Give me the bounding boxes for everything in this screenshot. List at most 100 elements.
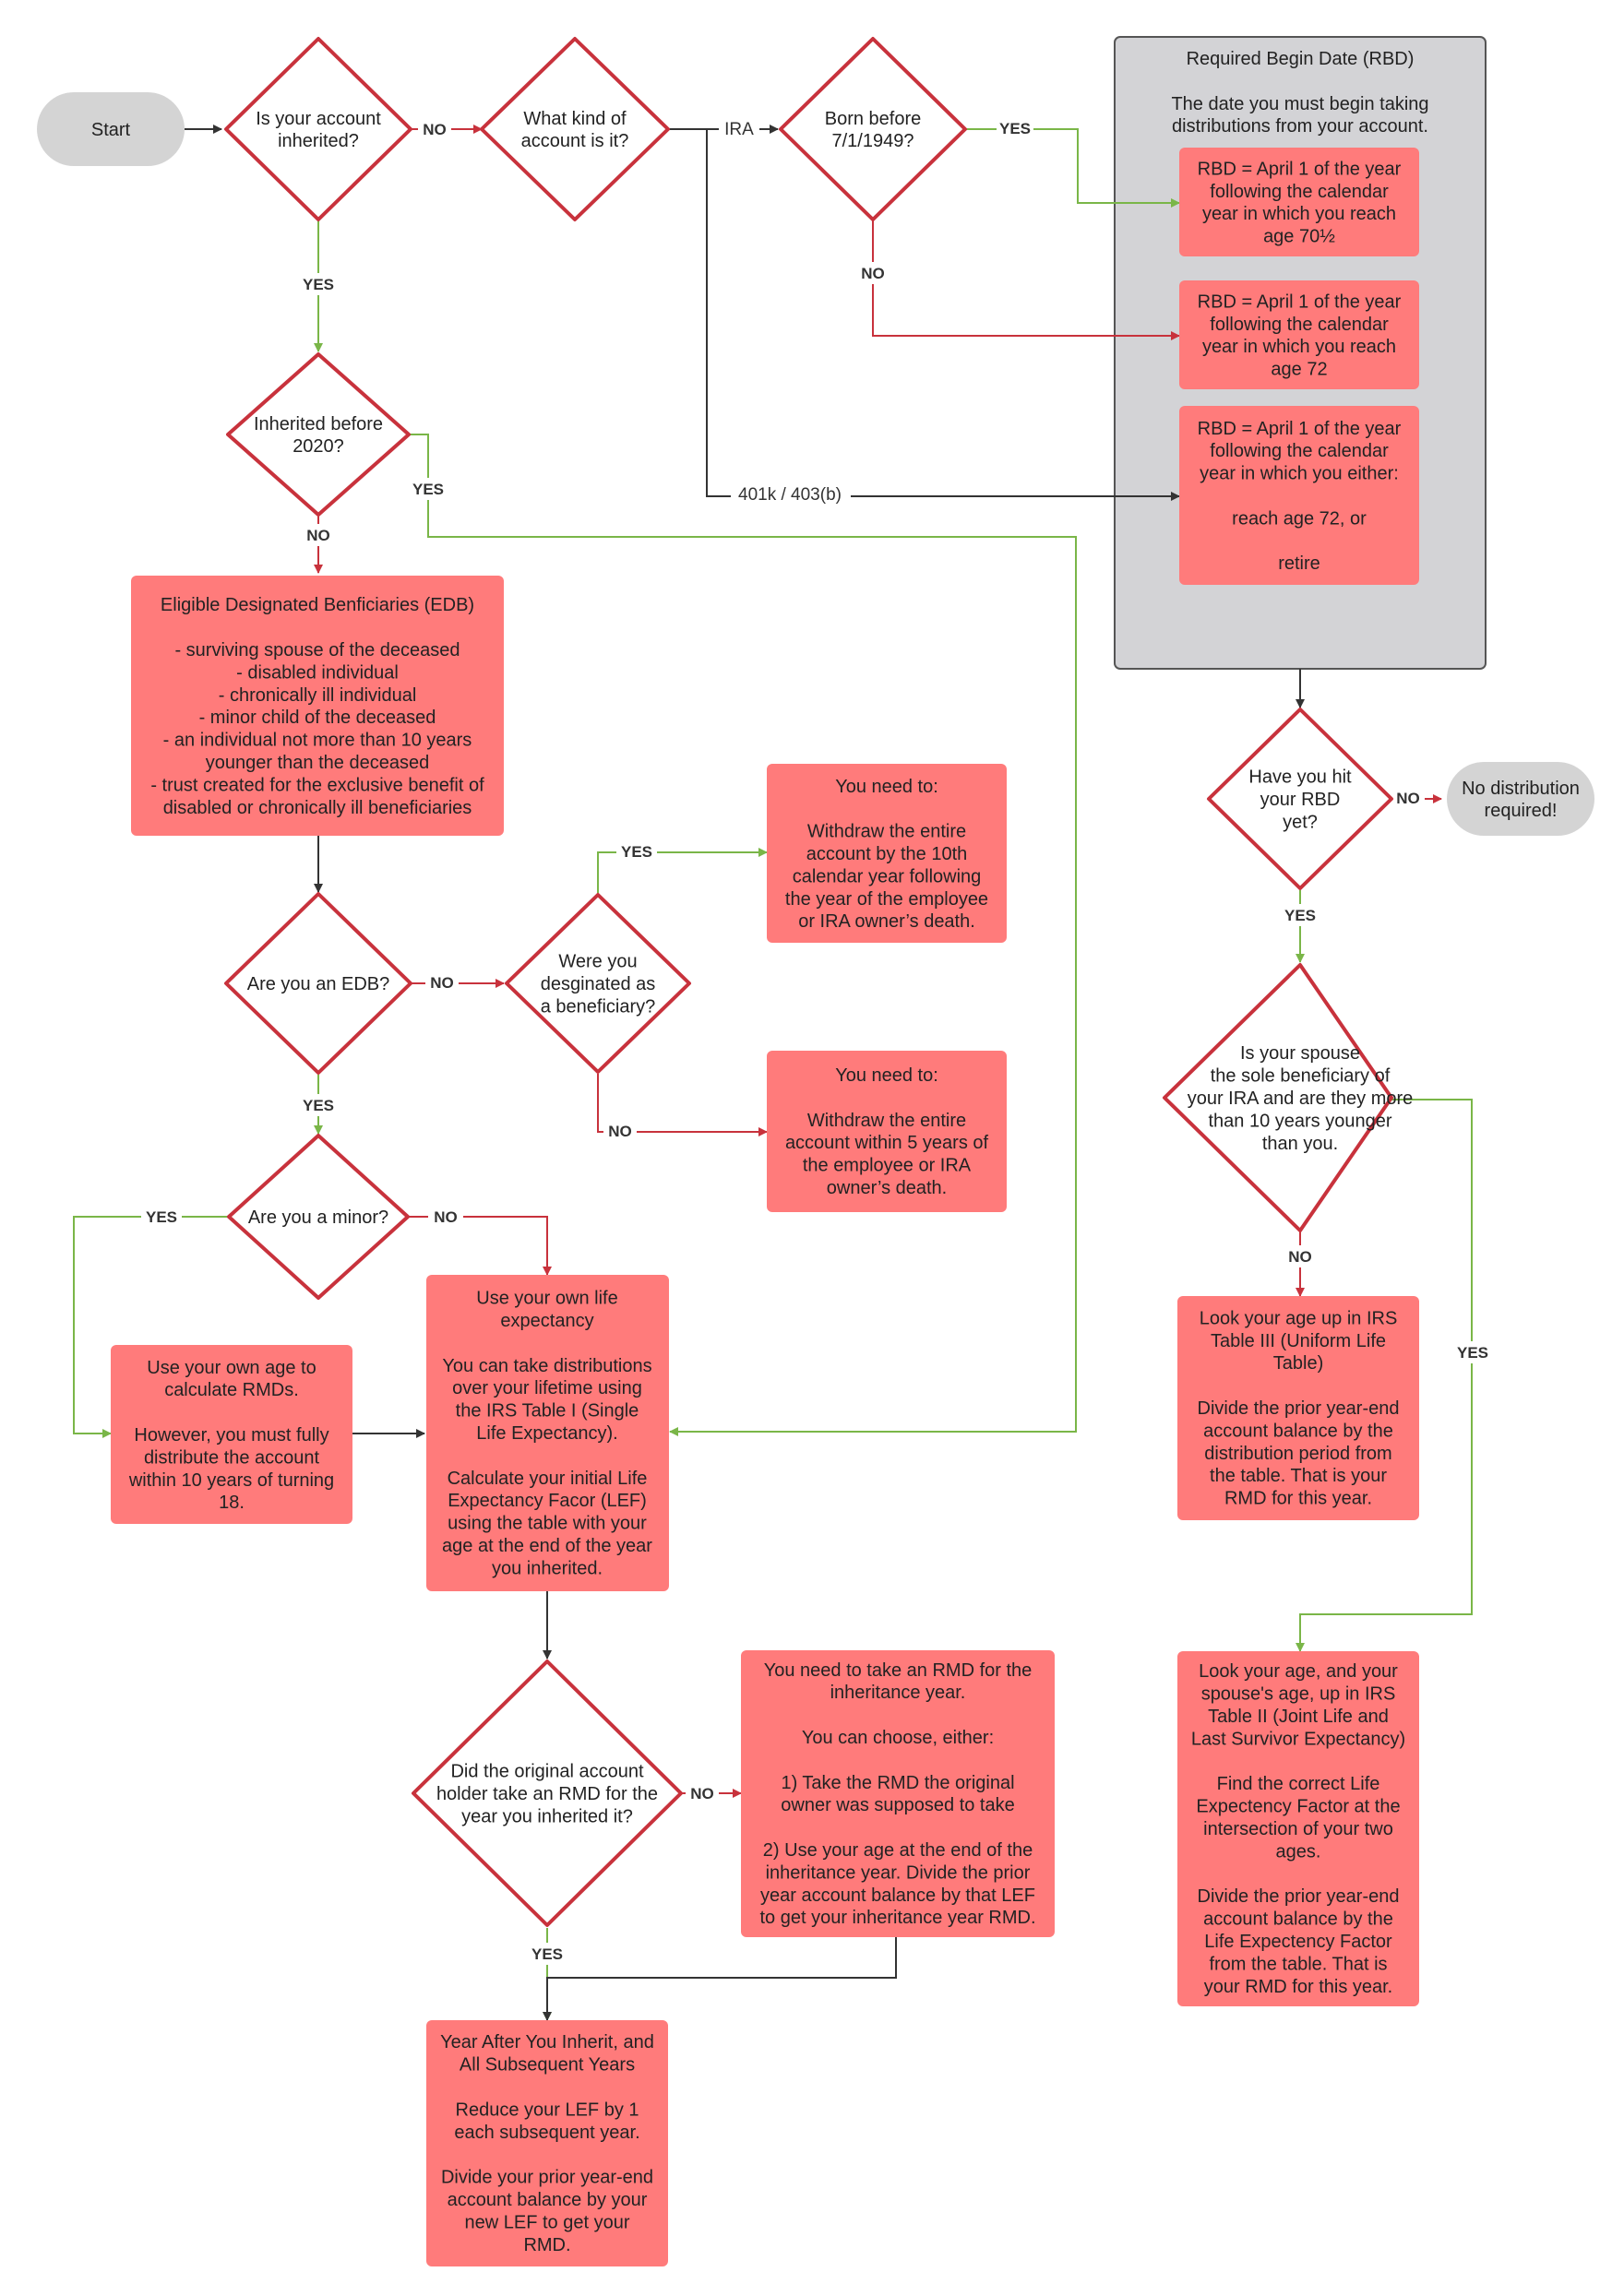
rbd-panel-text-line: The date you must begin taking bbox=[1171, 94, 1428, 114]
take-rmd-inheritance-year-text-line: inheritance year. bbox=[830, 1683, 966, 1703]
decision-designated bbox=[505, 893, 691, 1074]
label-born-yes: YES bbox=[999, 120, 1031, 137]
no-distribution-text-line: required! bbox=[1485, 801, 1558, 821]
rbd-option-72-text-line: age 72 bbox=[1271, 360, 1327, 380]
edge-designated-no bbox=[597, 1074, 768, 1136]
table-ii-text-line: Look your age, and your bbox=[1199, 1661, 1398, 1682]
table-iii-text-line: Look your age up in IRS bbox=[1200, 1308, 1398, 1328]
own-age-text-line: Use your own age to bbox=[147, 1358, 316, 1378]
edb-definition-text-line: - surviving spouse of the deceased bbox=[174, 640, 460, 660]
subsequent-years-text-line: Divide your prior year-end bbox=[441, 2168, 653, 2188]
decision-are-you-edb-text-line: Are you an EDB? bbox=[247, 974, 390, 994]
label-minor-yes: YES bbox=[146, 1208, 177, 1226]
decision-spouse-text-line: your IRA and are they more bbox=[1188, 1089, 1414, 1109]
decision-spouse bbox=[1163, 963, 1393, 1232]
edb-definition-text-line: younger than the deceased bbox=[206, 753, 429, 773]
decision-hit-rbd-text-line: yet? bbox=[1283, 812, 1318, 832]
edb-definition-box bbox=[131, 576, 504, 836]
take-rmd-inheritance-year-text-line: to get your inheritance year RMD. bbox=[759, 1908, 1035, 1928]
edb-definition-text-line: - minor child of the deceased bbox=[199, 708, 436, 728]
decision-account-kind-text-line: What kind of bbox=[523, 109, 627, 129]
decision-before-2020 bbox=[226, 352, 411, 517]
edge-spouse-yes bbox=[1296, 1099, 1473, 1652]
rbd-option-72-or-retire-text-line: retire bbox=[1278, 553, 1320, 574]
table-ii-text-line: Table II (Joint Life and bbox=[1208, 1707, 1389, 1727]
own-age-text-line bbox=[229, 1403, 234, 1423]
edge-designated-yes bbox=[597, 848, 768, 893]
rbd-option-72-or-retire-text-line: reach age 72, or bbox=[1232, 508, 1367, 529]
label-inherited-no: NO bbox=[423, 121, 447, 138]
decision-inherited-text-line: Is your account bbox=[256, 109, 381, 129]
withdraw-10-years-text-line: or IRA owner’s death. bbox=[798, 911, 975, 932]
label-hit-yes: YES bbox=[1284, 907, 1316, 924]
table-iii-text-line: distribution period from bbox=[1204, 1444, 1391, 1464]
table-iii-text-line: Table) bbox=[1273, 1353, 1323, 1374]
label-before2020-yes: YES bbox=[412, 481, 444, 498]
withdraw-5-years-text-line: owner’s death. bbox=[827, 1178, 947, 1198]
decision-original-rmd-text-line: holder take an RMD for the bbox=[436, 1784, 658, 1804]
decision-are-you-edb bbox=[224, 892, 412, 1075]
rbd-panel-text-line: Required Begin Date (RBD) bbox=[1187, 49, 1415, 69]
own-age-text-line: within 10 years of turning bbox=[128, 1470, 334, 1491]
edb-definition-text-line: - trust created for the exclusive benefi… bbox=[150, 775, 484, 795]
edb-definition-text-line bbox=[315, 618, 320, 638]
subsequent-years-text-line: All Subsequent Years bbox=[460, 2055, 635, 2076]
rbd-option-72-or-retire-text-line: following the calendar bbox=[1210, 441, 1389, 461]
table-ii-text-line: intersection of your two bbox=[1203, 1819, 1393, 1839]
withdraw-5-years-text-line bbox=[884, 1088, 890, 1108]
edb-definition-text-line: Eligible Designated Benficiaries (EDB) bbox=[161, 595, 474, 615]
decision-before-2020-text-line: 2020? bbox=[293, 436, 344, 457]
decision-born-before-text-line: Born before bbox=[825, 109, 922, 129]
table-iii-text-line: RMD for this year. bbox=[1224, 1489, 1372, 1509]
own-life-expectancy-text-line: age at the end of the year bbox=[442, 1536, 652, 1556]
rbd-option-70-half-text-line: following the calendar bbox=[1210, 182, 1389, 202]
label-original-no: NO bbox=[690, 1785, 714, 1802]
take-rmd-inheritance-year-text-line bbox=[895, 1706, 901, 1726]
withdraw-10-years-text-line: calendar year following bbox=[793, 866, 982, 886]
start-text-line: Start bbox=[91, 120, 131, 140]
own-life-expectancy-text-line: Expectancy Facor (LEF) bbox=[448, 1491, 647, 1511]
own-life-expectancy-text-line: Calculate your initial Life bbox=[448, 1469, 648, 1489]
take-rmd-inheritance-year-box bbox=[741, 1650, 1055, 1937]
subsequent-years-text-line: each subsequent year. bbox=[454, 2123, 639, 2143]
table-ii-text-line: from the table. That is bbox=[1209, 1954, 1387, 1974]
label-designated-no: NO bbox=[608, 1123, 632, 1140]
take-rmd-inheritance-year-text-line: inheritance year. Divide the prior bbox=[766, 1862, 1031, 1883]
label-spouse-yes: YES bbox=[1457, 1344, 1488, 1362]
own-life-expectancy-text-line: the IRS Table I (Single bbox=[456, 1401, 639, 1422]
withdraw-10-years-text-line: You need to: bbox=[835, 777, 938, 797]
take-rmd-inheritance-year-text-line bbox=[895, 1750, 901, 1770]
label-born-no: NO bbox=[861, 265, 885, 282]
edge-kind-401k bbox=[668, 128, 1180, 501]
take-rmd-inheritance-year-text-line: 2) Use your age at the end of the bbox=[763, 1840, 1033, 1861]
decision-designated-text-line: desginated as bbox=[541, 974, 656, 994]
table-ii-text-line: your RMD for this year. bbox=[1204, 1977, 1393, 1997]
label-kind-401k: 401k / 403(b) bbox=[738, 485, 842, 505]
table-ii-text-line: spouse's age, up in IRS bbox=[1201, 1684, 1396, 1705]
decision-designated-text-line: Were you bbox=[558, 952, 637, 972]
table-ii-text-line: account balance by the bbox=[1203, 1909, 1393, 1930]
subsequent-years-text-line: RMD. bbox=[523, 2235, 570, 2255]
own-life-expectancy-text-line: you inherited. bbox=[492, 1558, 603, 1578]
table-iii-box bbox=[1177, 1296, 1419, 1520]
label-edb-no: NO bbox=[430, 974, 454, 992]
withdraw-10-years-text-line: Withdraw the entire bbox=[807, 822, 966, 842]
take-rmd-inheritance-year-text-line: year account balance by that LEF bbox=[760, 1886, 1035, 1906]
withdraw-5-years-box bbox=[767, 1051, 1007, 1212]
own-life-expectancy-text-line: Use your own life bbox=[476, 1289, 617, 1309]
rbd-option-72 bbox=[1179, 280, 1419, 389]
rbd-option-70-half-text-line: year in which you reach bbox=[1202, 204, 1396, 224]
decision-spouse-text-line: the sole beneficiary of bbox=[1211, 1066, 1391, 1087]
decision-inherited-text-line: inherited? bbox=[278, 131, 359, 151]
take-rmd-inheritance-year-text-line bbox=[895, 1818, 901, 1838]
withdraw-10-years-text-line: the year of the employee bbox=[785, 889, 988, 910]
table-ii-text-line bbox=[1296, 1864, 1301, 1885]
table-iii-text-line: account balance by the bbox=[1203, 1421, 1393, 1441]
